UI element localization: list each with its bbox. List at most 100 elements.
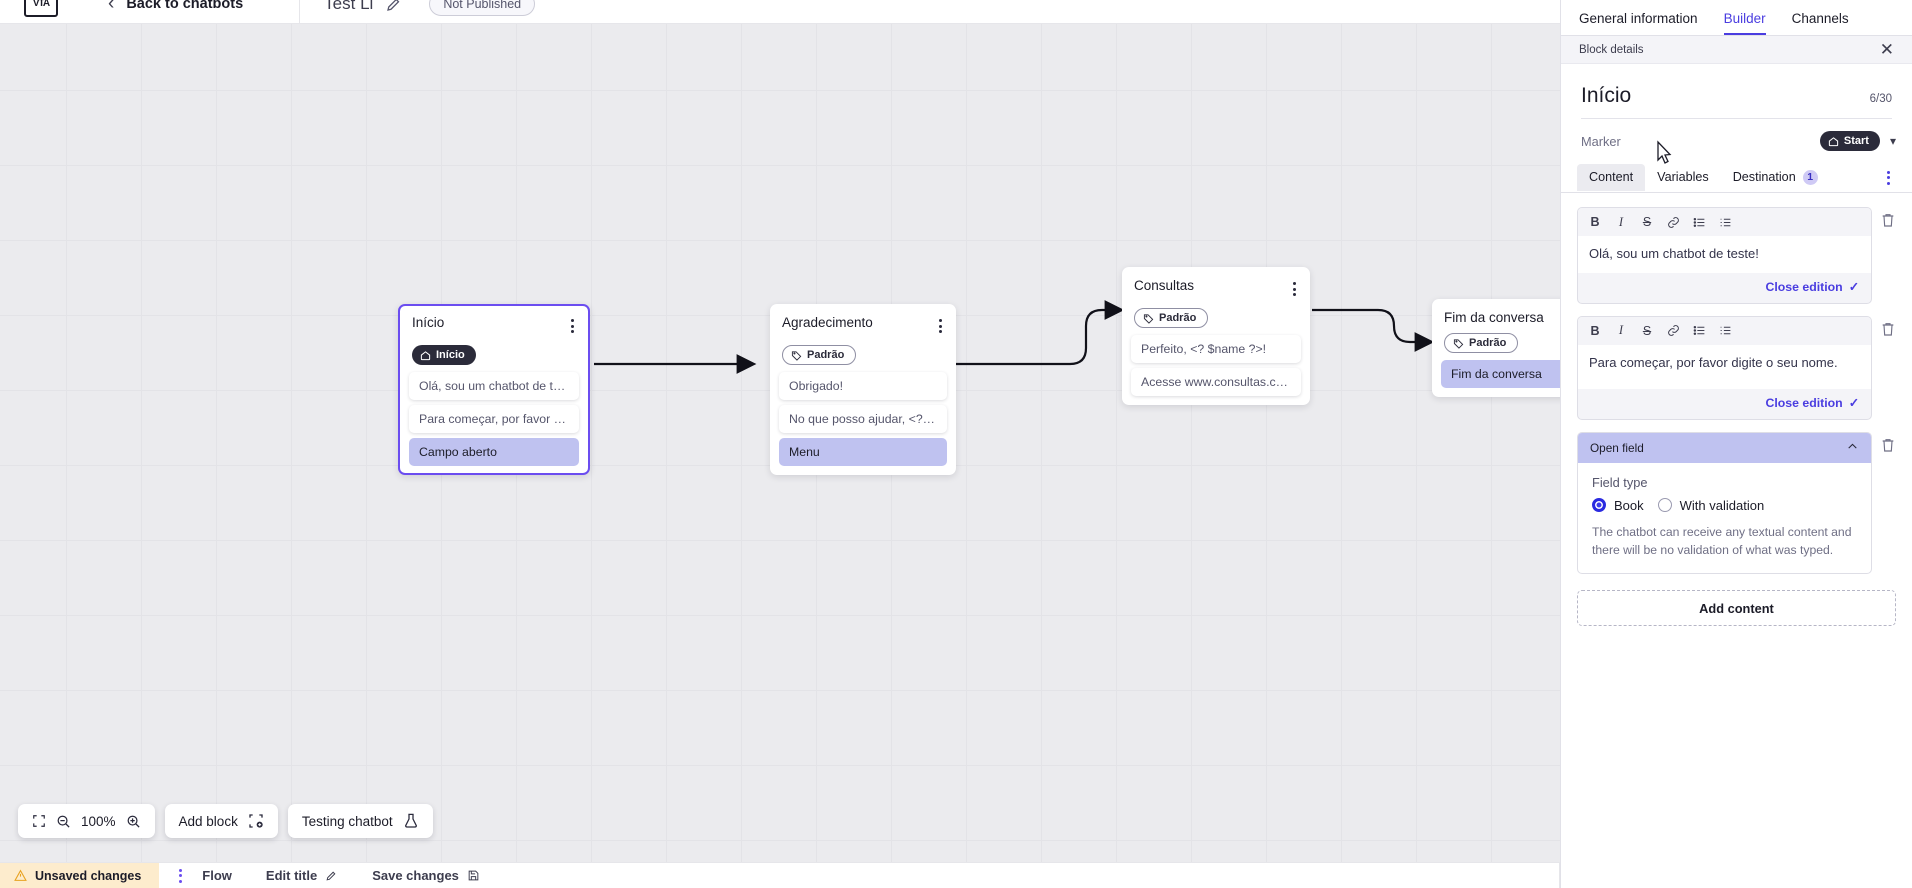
open-field-card: Open field Field type Book — [1577, 431, 1872, 575]
back-chevron-icon[interactable]: ‹ — [108, 0, 115, 14]
link-icon[interactable] — [1660, 212, 1686, 232]
radio-book-label: Book — [1614, 497, 1644, 513]
node-header: Consultas — [1122, 276, 1310, 300]
destination-count-badge: 1 — [1802, 169, 1818, 185]
edit-title-pencil-icon[interactable] — [385, 0, 403, 13]
pencil-icon — [326, 871, 336, 881]
toolbar-divider — [299, 0, 301, 24]
node-item[interactable]: Menu — [779, 437, 947, 466]
divider — [1581, 118, 1892, 119]
marker-label: Marker — [1581, 133, 1621, 149]
bullet-list-icon[interactable] — [1686, 212, 1712, 232]
delete-icon[interactable] — [1880, 211, 1896, 229]
rich-text-editor[interactable]: B I S Olá, sou um chatbot de tes — [1577, 207, 1872, 304]
open-field-header[interactable]: Open field — [1578, 432, 1871, 463]
add-block-button[interactable]: Add block — [164, 804, 278, 838]
rich-text-editor[interactable]: B I S Para começar, por favor di — [1577, 315, 1872, 420]
canvas-toolbar: 100% Add block Testing chatbot — [18, 804, 433, 838]
block-title-row: Início 6/30 — [1561, 64, 1912, 118]
footer-kebab-icon[interactable] — [179, 868, 183, 883]
node-header: Início — [400, 313, 588, 337]
node-tag-row: Padrão — [1122, 300, 1310, 335]
footer-divider — [1559, 862, 1560, 888]
node-kebab-icon[interactable] — [937, 315, 944, 337]
node-title: Agradecimento — [782, 315, 873, 330]
editor-text-2[interactable]: Para começar, por favor digite o seu nom… — [1578, 344, 1871, 389]
radio-with-validation[interactable]: With validation — [1657, 498, 1764, 513]
footer-edit-title-label: Edit title — [265, 868, 318, 883]
testing-chatbot-label: Testing chatbot — [301, 813, 393, 829]
bold-icon[interactable]: B — [1590, 323, 1600, 338]
footer-flow-button[interactable]: Flow — [202, 868, 232, 883]
open-field-help-text: The chatbot can receive any textual cont… — [1592, 524, 1852, 558]
panel-section-tabs: Content Variables Destination 1 — [1561, 163, 1912, 193]
flow-node-agradecimento[interactable]: Agradecimento Padrão Obrigado! No que po… — [770, 304, 956, 475]
check-icon: ✓ — [1848, 279, 1859, 294]
link-icon[interactable] — [1660, 321, 1686, 341]
numbered-list-icon[interactable] — [1712, 321, 1738, 341]
tab-builder[interactable]: Builder — [1723, 11, 1766, 35]
close-edition-button-1[interactable]: Close edition ✓ — [1578, 273, 1871, 303]
numbered-list-icon[interactable] — [1712, 212, 1738, 232]
unsaved-changes-label: Unsaved changes — [35, 868, 142, 883]
open-field-body: Field type Book With validation The — [1578, 463, 1871, 574]
node-item[interactable]: Campo aberto — [409, 437, 579, 466]
node-item[interactable]: Acesse www.consultas.com par... — [1131, 367, 1301, 396]
node-marker-badge: Padrão — [1444, 333, 1519, 353]
editor-toolbar: B I S — [1578, 208, 1871, 236]
flow-canvas[interactable]: Início Início Olá, sou um chatbot de tes… — [0, 24, 1560, 863]
radio-book[interactable]: Book — [1592, 498, 1644, 513]
flow-node-inicio[interactable]: Início Início Olá, sou um chatbot de tes… — [398, 304, 590, 475]
zoom-controls[interactable]: 100% — [18, 804, 155, 838]
zoom-in-icon[interactable] — [126, 814, 141, 829]
tab-general-information[interactable]: General information — [1579, 11, 1698, 26]
node-item[interactable]: Olá, sou um chatbot de teste! — [409, 371, 579, 400]
testing-chatbot-button[interactable]: Testing chatbot — [287, 804, 433, 838]
italic-icon[interactable]: I — [1618, 214, 1624, 229]
footer-save-changes-button[interactable]: Save changes — [372, 868, 480, 883]
back-to-chatbots-link[interactable]: Back to chatbots — [126, 0, 244, 12]
tab-content[interactable]: Content — [1577, 164, 1646, 191]
node-item[interactable]: Perfeito, <? $name ?>! — [1131, 334, 1301, 363]
chevron-up-icon[interactable] — [1846, 440, 1859, 456]
strikethrough-icon[interactable]: S — [1642, 215, 1652, 229]
panel-body: Início 6/30 Marker Start ▾ Content Varia… — [1561, 64, 1912, 888]
footer-edit-title-button[interactable]: Edit title — [266, 868, 338, 883]
node-kebab-icon[interactable] — [1291, 278, 1298, 300]
zoom-out-icon[interactable] — [56, 814, 71, 829]
footer-save-label: Save changes — [372, 868, 459, 883]
node-item[interactable]: Para começar, por favor digite o ... — [409, 404, 579, 433]
tab-channels[interactable]: Channels — [1791, 11, 1849, 26]
delete-icon[interactable] — [1880, 436, 1896, 454]
strikethrough-icon[interactable]: S — [1642, 323, 1652, 338]
bold-icon[interactable]: B — [1590, 215, 1600, 229]
node-marker-label: Padrão — [807, 349, 845, 361]
delete-icon[interactable] — [1880, 320, 1896, 338]
close-icon[interactable]: ✕ — [1879, 40, 1894, 59]
close-edition-button-2[interactable]: Close edition ✓ — [1578, 389, 1871, 419]
tab-variables[interactable]: Variables — [1645, 164, 1721, 191]
marker-row: Marker Start ▾ — [1561, 119, 1912, 163]
node-header: Fim da conversa — [1432, 308, 1560, 325]
node-kebab-icon[interactable] — [569, 315, 576, 337]
fit-screen-icon[interactable] — [32, 814, 46, 828]
node-header: Agradecimento — [770, 313, 956, 337]
italic-icon[interactable]: I — [1618, 323, 1624, 338]
close-edition-label: Close edition — [1765, 279, 1843, 294]
add-content-button[interactable]: Add content — [1577, 590, 1896, 627]
radio-with-validation-dot — [1657, 498, 1672, 513]
tab-destination[interactable]: Destination 1 — [1721, 164, 1830, 192]
node-tag-row: Padrão — [1432, 325, 1560, 360]
chevron-down-icon[interactable]: ▾ — [1889, 134, 1896, 148]
flask-icon — [403, 813, 419, 829]
bullet-list-icon[interactable] — [1686, 321, 1712, 341]
flow-node-fim-da-conversa[interactable]: Fim da conversa Padrão Fim da conversa — [1432, 299, 1560, 397]
node-item[interactable]: No que posso ajudar, <? $name ... — [779, 404, 947, 433]
editor-text-1[interactable]: Olá, sou um chatbot de teste! — [1578, 236, 1871, 273]
node-item[interactable]: Obrigado! — [779, 371, 947, 400]
marker-select[interactable]: Start ▾ — [1819, 131, 1896, 151]
vtex-logo-icon[interactable]: VTA — [24, 0, 58, 17]
section-kebab-icon[interactable] — [1881, 167, 1896, 189]
node-item[interactable]: Fim da conversa — [1441, 359, 1560, 388]
flow-node-consultas[interactable]: Consultas Padrão Perfeito, <? $name ?>! … — [1122, 267, 1310, 405]
